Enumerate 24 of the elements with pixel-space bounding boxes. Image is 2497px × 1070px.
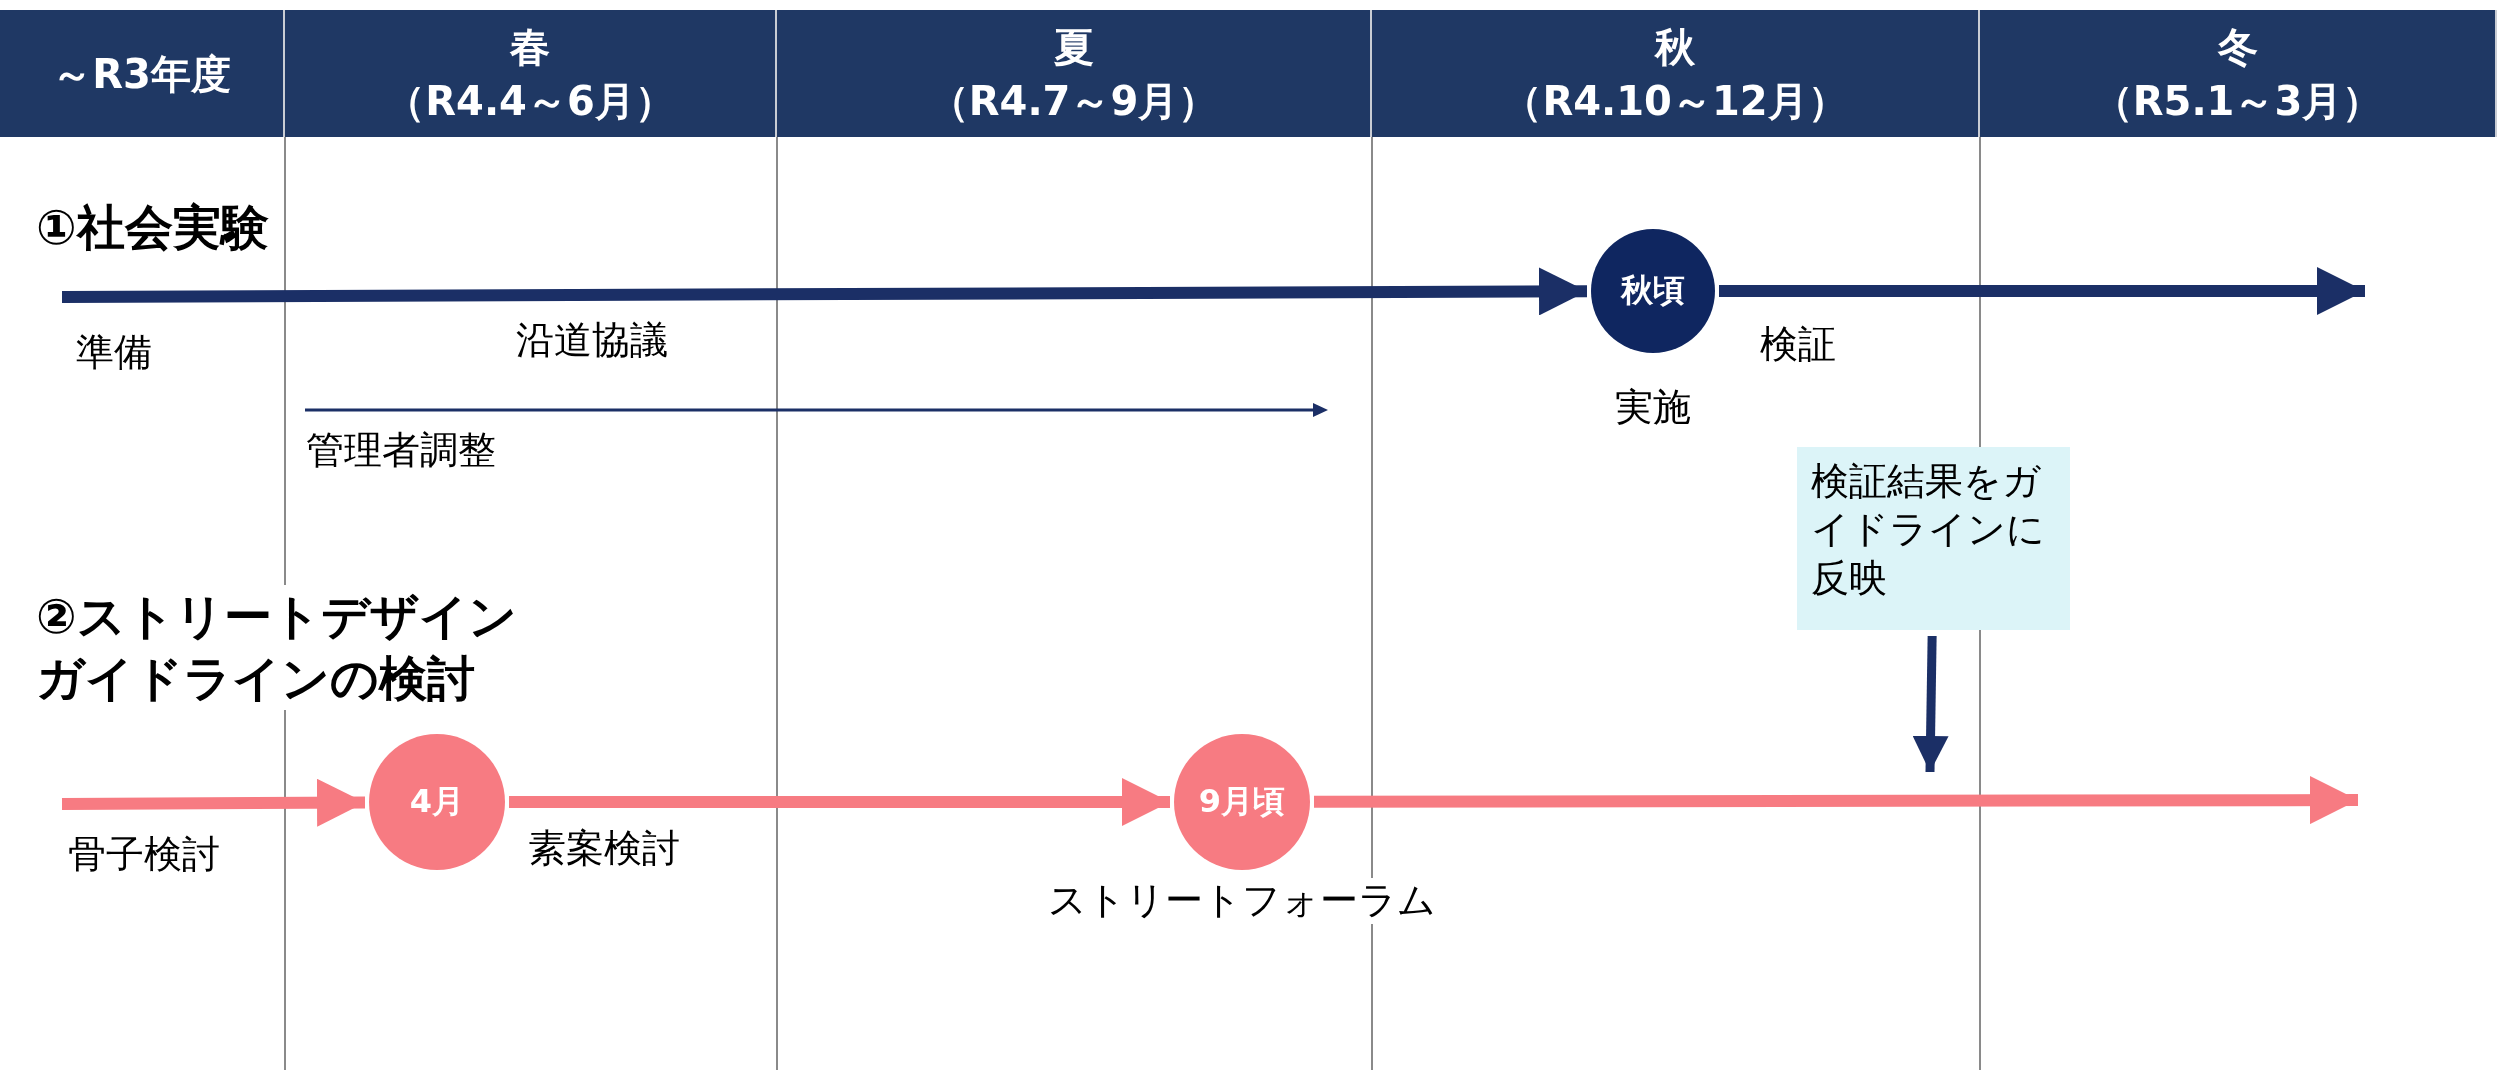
header-cell xyxy=(777,10,1372,137)
period-text: （R4.7～9月） xyxy=(928,76,1219,126)
arrow xyxy=(61,267,1588,316)
header-title: ～R3年度 xyxy=(52,49,231,99)
milestone-circle: 秋頃 xyxy=(1591,229,1715,353)
header-title: 冬 xyxy=(2217,22,2258,72)
header-title: 春 xyxy=(510,22,550,72)
arrow xyxy=(1314,776,2358,825)
milestone-circle: 4月 xyxy=(369,734,505,870)
header-title: 夏 xyxy=(1053,22,1094,72)
header-cell xyxy=(285,10,777,137)
note-box: 検証結果をガイドラインに反映 xyxy=(1797,447,2070,630)
arrow xyxy=(1719,267,2365,315)
header-cell xyxy=(0,10,285,137)
milestone-circle: 9月頃 xyxy=(1174,734,1310,870)
arrow xyxy=(509,778,1170,826)
period-text: （R5.1～3月） xyxy=(2092,76,2383,126)
arrow xyxy=(61,778,366,827)
arrow xyxy=(1912,635,1949,773)
period-text: （R4.4～6月） xyxy=(385,76,675,126)
header-cell xyxy=(1372,10,1980,137)
header-title: 秋 xyxy=(1655,22,1695,72)
header-cell xyxy=(1980,10,2497,137)
period-text: （R4.10～12月） xyxy=(1502,76,1848,126)
